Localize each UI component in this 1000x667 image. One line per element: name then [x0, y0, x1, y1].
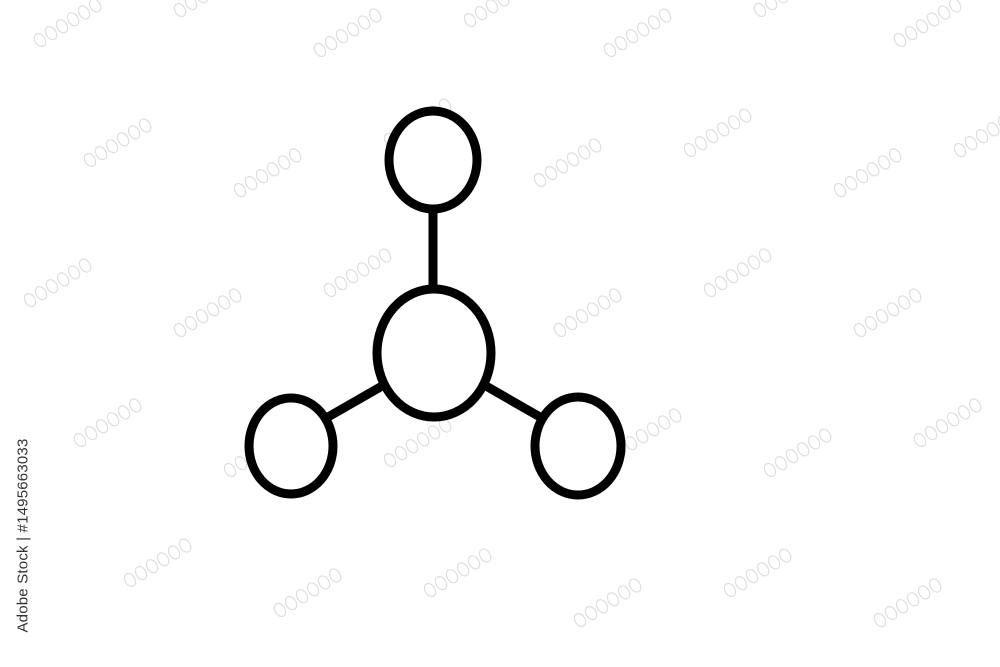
stock-id-text: Adobe Stock | #1495663033 — [14, 437, 32, 633]
right-node-circle — [530, 392, 626, 500]
stock-id-label: Adobe Stock | #1495663033 — [10, 415, 36, 655]
top-node-circle — [384, 106, 482, 214]
left-node-circle — [244, 393, 338, 499]
left-connector-line — [325, 382, 385, 421]
right-connector-line — [483, 382, 543, 421]
center-node-circle — [372, 284, 496, 422]
